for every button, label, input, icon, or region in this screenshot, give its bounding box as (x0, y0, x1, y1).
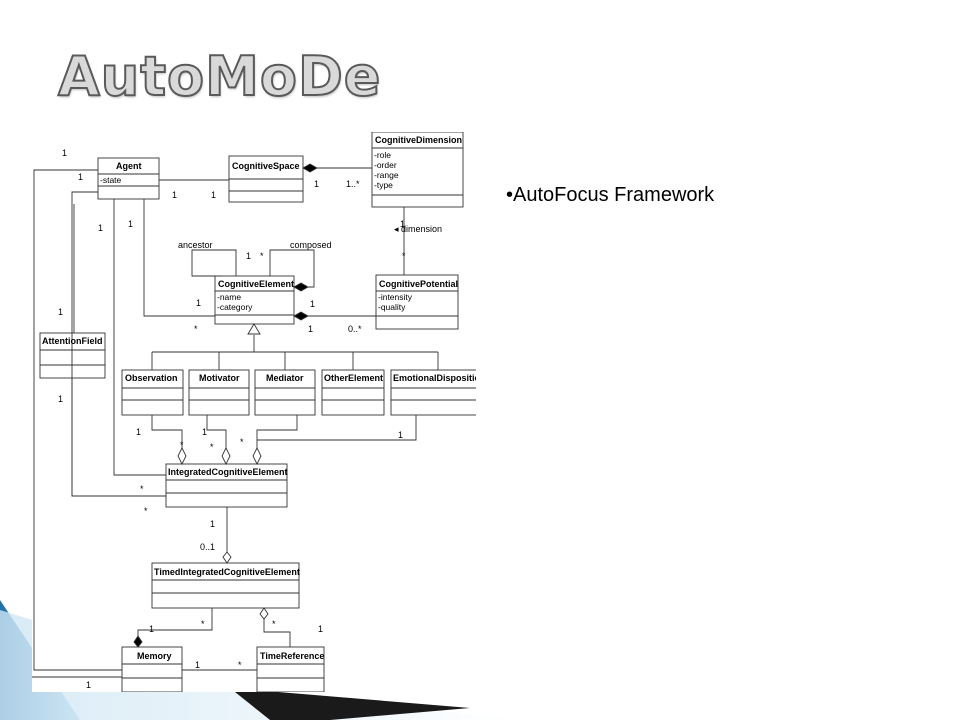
attr-dimension-role: -role (374, 150, 391, 160)
mult-motivator-1: 1 (202, 427, 207, 437)
mult-motivator-many: * (210, 442, 214, 452)
mult-ice-agent-many: * (140, 484, 144, 494)
class-attention-field-name: AttentionField (42, 336, 103, 346)
mult-agent-ice-1: 1 (78, 172, 83, 182)
mult-dimension-potential-1: 1 (400, 219, 405, 229)
mult-agent-element-1: 1 (128, 219, 133, 229)
role-composed: composed (290, 240, 332, 250)
class-cognitive-dimension-name: CognitiveDimension (375, 135, 462, 145)
attr-element-category: -category (217, 302, 253, 312)
mult-dimension-1-many: 1..* (346, 179, 360, 189)
role-dimension: ◂ dimension (394, 224, 442, 234)
mult-timeref-1: 1 (318, 624, 323, 634)
mult-ancestor-many: * (260, 251, 264, 261)
class-time-reference-name: TimeReference (260, 651, 324, 661)
mult-timeref-memory-many: * (238, 660, 242, 670)
mult-attention-agent-1: 1 (58, 307, 63, 317)
role-ancestor: ancestor (178, 240, 213, 250)
mult-composed-1: 1 (310, 299, 315, 309)
class-emotional-disposition-name: EmotionalDisposition (393, 373, 476, 383)
mult-element-1: 1 (196, 298, 201, 308)
slide-title: AutoMoDe (57, 45, 382, 108)
class-other-element-name: OtherElement (324, 373, 383, 383)
mult-emotional-1: 1 (398, 430, 403, 440)
attr-agent-state: -state (100, 175, 122, 185)
mult-ancestor-1: 1 (246, 251, 251, 261)
mult-element-agent-many: * (194, 324, 198, 334)
class-timed-integrated-cognitive-element-name: TimedIntegratedCognitiveElement (154, 567, 300, 577)
mult-memory-1: 1 (149, 624, 154, 634)
bullet-autofocus-framework: •AutoFocus Framework (506, 184, 715, 206)
mult-element-potential-1: 1 (308, 324, 313, 334)
class-cognitive-potential-name: CognitivePotential (379, 279, 458, 289)
uml-class-diagram: Agent CognitiveSpace CognitiveDimension … (32, 132, 476, 692)
attr-dimension-range: -range (374, 170, 399, 180)
attr-dimension-type: -type (374, 180, 393, 190)
mult-observation-1: 1 (136, 427, 141, 437)
mult-potential-0-many: 0..* (348, 324, 362, 334)
attr-dimension-order: -order (374, 160, 397, 170)
class-motivator-name: Motivator (199, 373, 240, 383)
class-agent-name: Agent (116, 161, 142, 171)
mult-mediator-many: * (240, 437, 244, 447)
attr-element-name: -name (217, 292, 241, 302)
mult-agent-attention-1: 1 (98, 223, 103, 233)
mult-bottom-1: 1 (86, 680, 91, 690)
mult-agent-memory-1: 1 (62, 148, 67, 158)
mult-observation-many: * (180, 440, 184, 450)
mult-timeref-many: * (272, 619, 276, 629)
mult-agent-space-1: 1 (172, 190, 177, 200)
mult-ice-attention-many: * (144, 506, 148, 516)
mult-memory-timeref-1: 1 (195, 660, 200, 670)
mult-space-agent-1: 1 (211, 190, 216, 200)
attr-potential-intensity: -intensity (378, 292, 413, 302)
class-cognitive-space-name: CognitiveSpace (232, 161, 300, 171)
mult-memory-many: * (201, 619, 205, 629)
class-observation-name: Observation (125, 373, 178, 383)
attr-potential-quality: -quality (378, 302, 406, 312)
mult-dimension-potential-many: * (402, 251, 406, 261)
mult-attention-ice-1: 1 (58, 394, 63, 404)
class-cognitive-element-name: CognitiveElement (218, 279, 294, 289)
class-memory-name: Memory (137, 651, 172, 661)
mult-space-dimension-1: 1 (314, 179, 319, 189)
mult-timed-0-1: 0..1 (200, 542, 215, 552)
class-integrated-cognitive-element-name: IntegratedCognitiveElement (168, 467, 288, 477)
class-mediator-name: Mediator (266, 373, 304, 383)
mult-ice-timed-1: 1 (210, 519, 215, 529)
